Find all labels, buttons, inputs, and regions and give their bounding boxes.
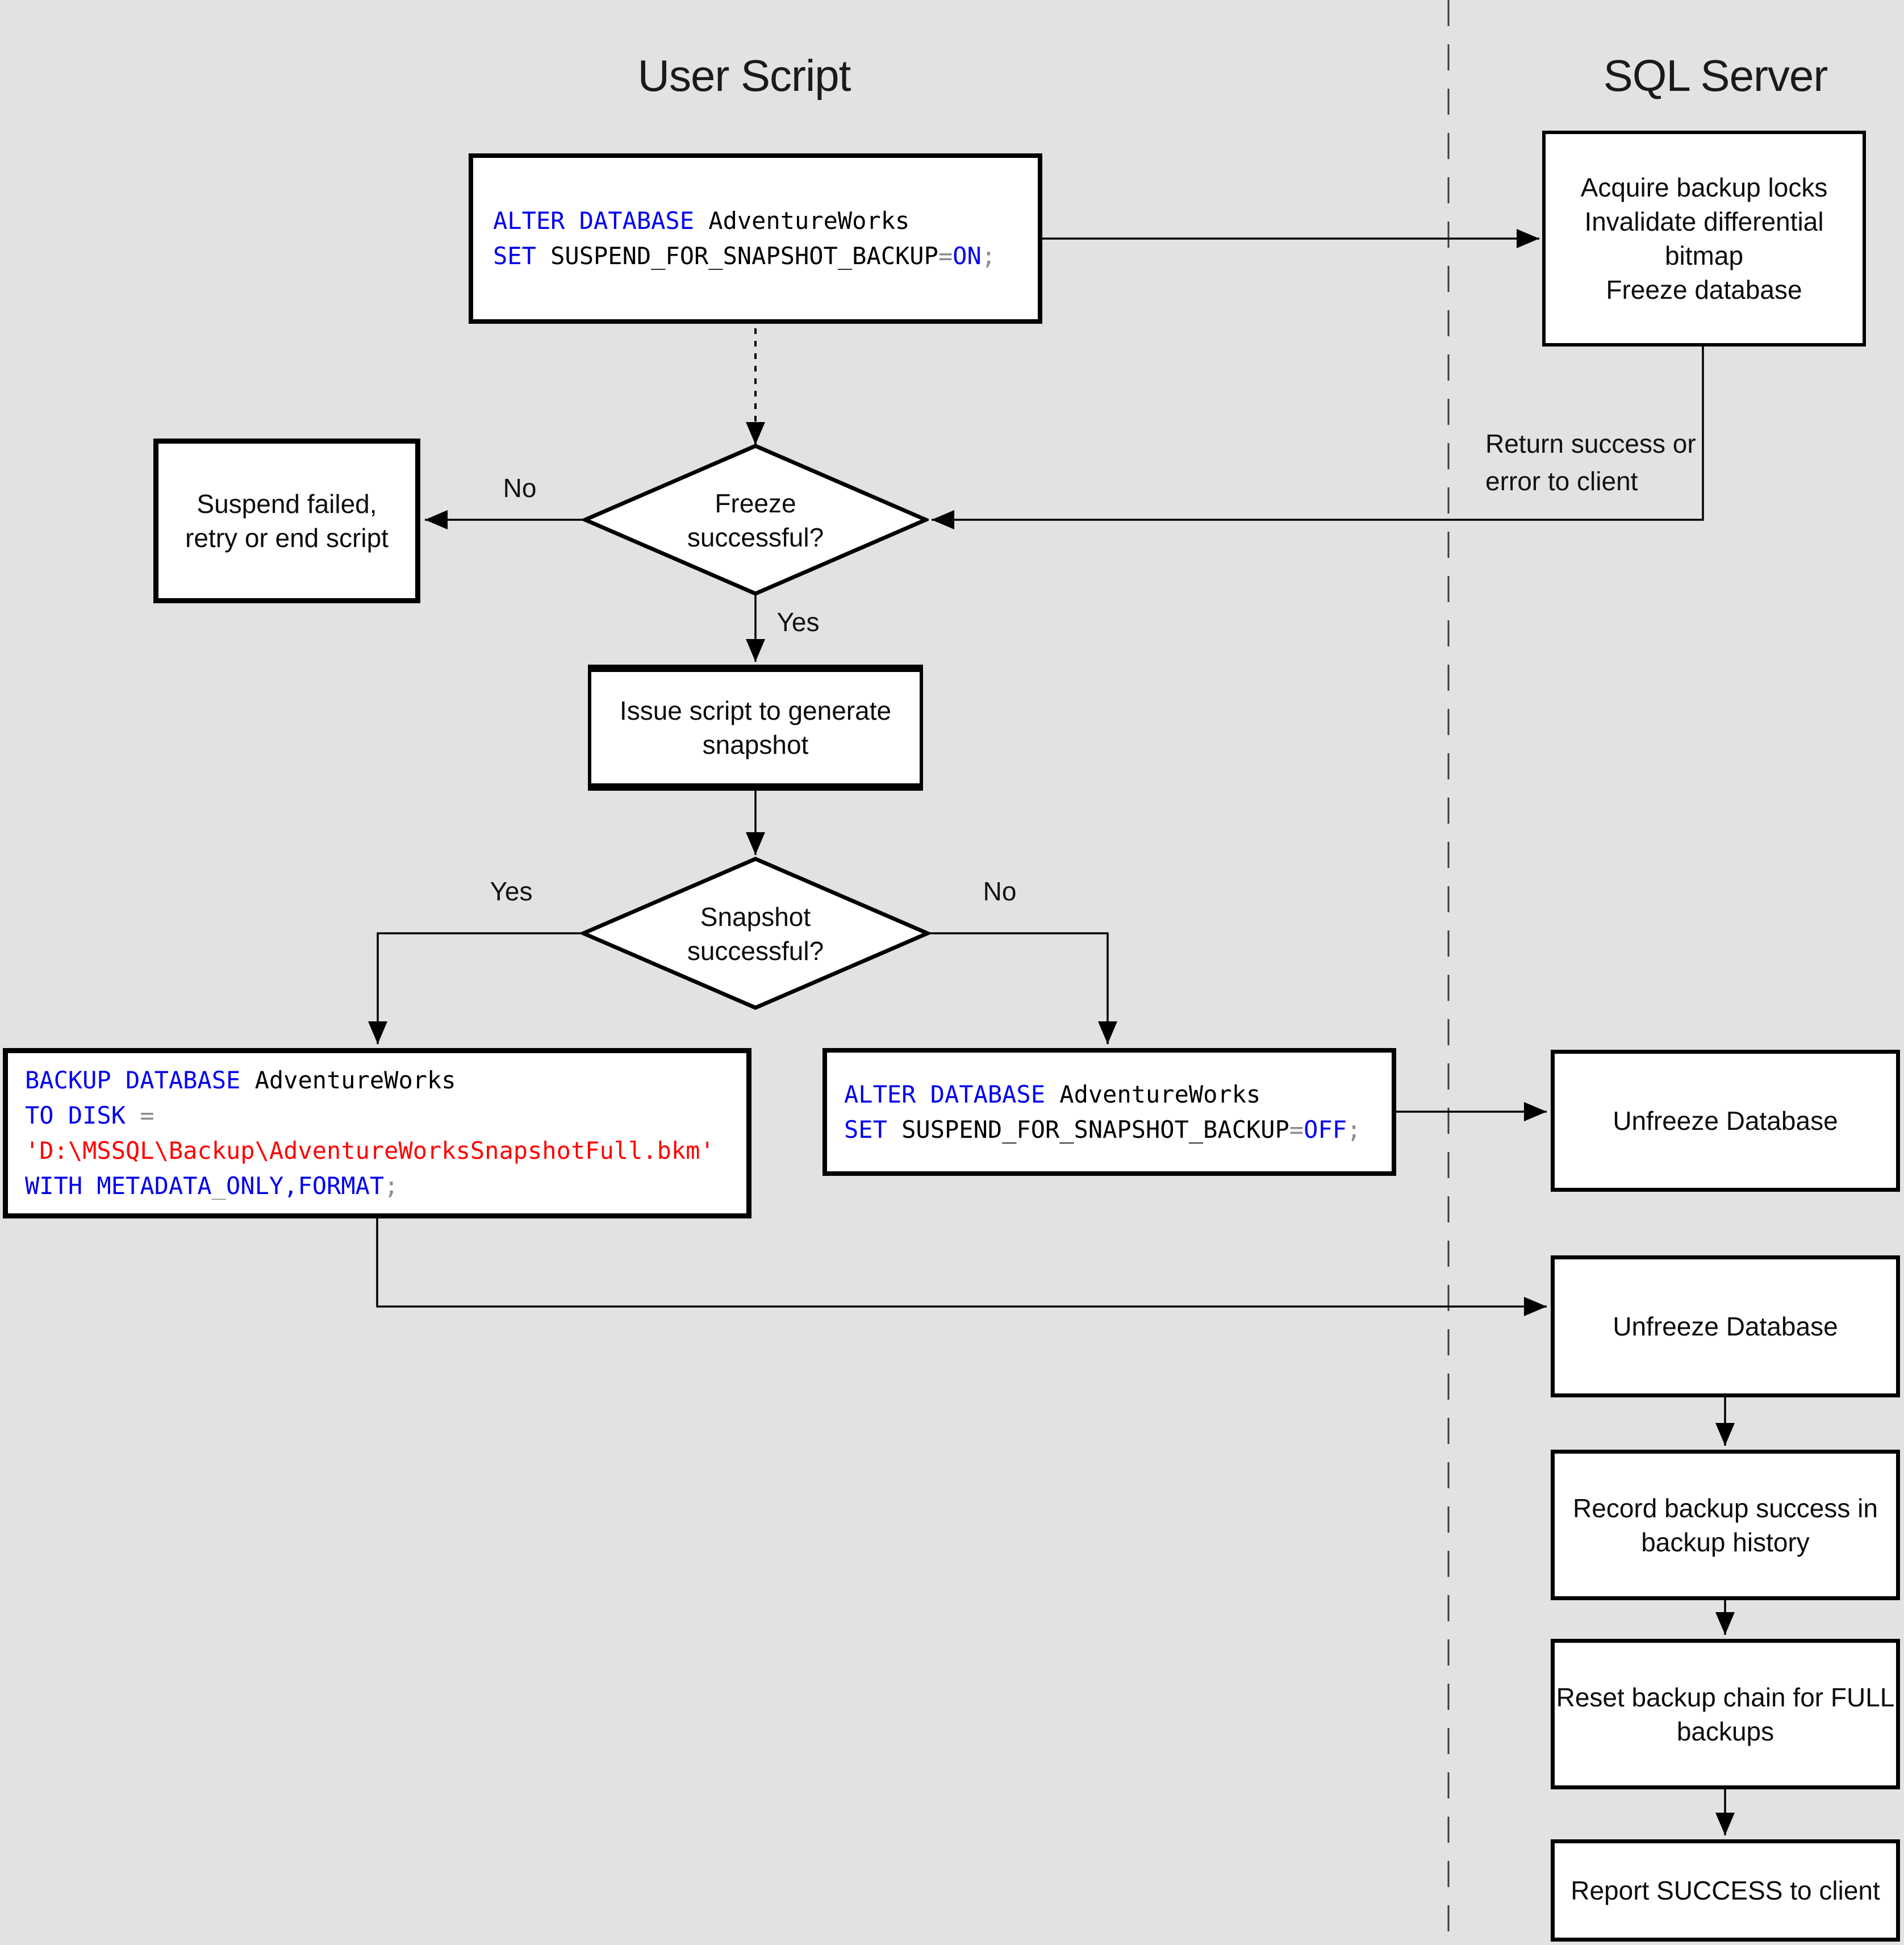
code-line: SET SUSPEND_FOR_SNAPSHOT_BACKUP=ON;: [493, 242, 996, 270]
node-unfreeze-database-1: Unfreeze Database: [1551, 1050, 1900, 1192]
code-line: ALTER DATABASE AdventureWorks: [844, 1080, 1261, 1108]
connector-snapshot-no: [927, 932, 1117, 1044]
decision-snapshot-shape: [581, 857, 930, 1010]
node-report-success: Report SUCCESS to client: [1551, 1839, 1900, 1942]
node-reset-chain-label: Reset backup chain for FULL backups: [1556, 1682, 1895, 1746]
connector-backup-to-unfreeze2: [376, 1218, 1547, 1316]
node-suspend-failed: Suspend failed, retry or end script: [153, 439, 420, 603]
decision-snapshot-label: Snapshot successful?: [687, 902, 824, 966]
node-record-history-label: Record backup success in backup history: [1573, 1493, 1878, 1557]
node-report-success-label: Report SUCCESS to client: [1571, 1876, 1880, 1905]
code-line: TO DISK =: [25, 1101, 155, 1129]
node-suspend-failed-label: Suspend failed, retry or end script: [185, 489, 389, 553]
node-acquire-locks-label: Acquire backup locks Invalidate differen…: [1580, 173, 1828, 304]
node-unfreeze-database-2: Unfreeze Database: [1551, 1255, 1900, 1397]
column-title-sql-server: SQL Server: [1603, 51, 1828, 101]
code-line: 'D:\MSSQL\Backup\AdventureWorksSnapshotF…: [25, 1137, 715, 1165]
edge-label-freeze-yes: Yes: [776, 607, 820, 637]
note-return-success: Return success or error to client: [1485, 429, 1696, 496]
node-unfreeze-database-2-label: Unfreeze Database: [1613, 1312, 1838, 1341]
edge-label-freeze-no: No: [503, 473, 537, 503]
node-record-history: Record backup success in backup history: [1551, 1450, 1900, 1600]
node-reset-chain: Reset backup chain for FULL backups: [1551, 1639, 1900, 1789]
code-line: SET SUSPEND_FOR_SNAPSHOT_BACKUP=OFF;: [844, 1115, 1362, 1143]
decision-freeze-label: Freeze successful?: [687, 489, 824, 552]
code-line: BACKUP DATABASE AdventureWorks: [25, 1066, 456, 1094]
code-line: WITH METADATA_ONLY,FORMAT;: [25, 1172, 399, 1200]
node-issue-script-label: Issue script to generate snapshot: [619, 696, 892, 759]
connector-snapshot-yes: [368, 932, 584, 1044]
column-title-user-script: User Script: [637, 51, 851, 101]
edge-label-snapshot-no: No: [983, 876, 1017, 906]
node-unfreeze-database-1-label: Unfreeze Database: [1613, 1106, 1838, 1136]
code-line: ALTER DATABASE AdventureWorks: [493, 207, 910, 235]
node-code-backup-metadata: BACKUP DATABASE AdventureWorks TO DISK = '…: [3, 1048, 751, 1218]
node-acquire-locks: Acquire backup locks Invalidate differen…: [1542, 131, 1866, 347]
edge-label-snapshot-yes: Yes: [490, 876, 533, 906]
node-issue-script: Issue script to generate snapshot: [588, 665, 923, 791]
